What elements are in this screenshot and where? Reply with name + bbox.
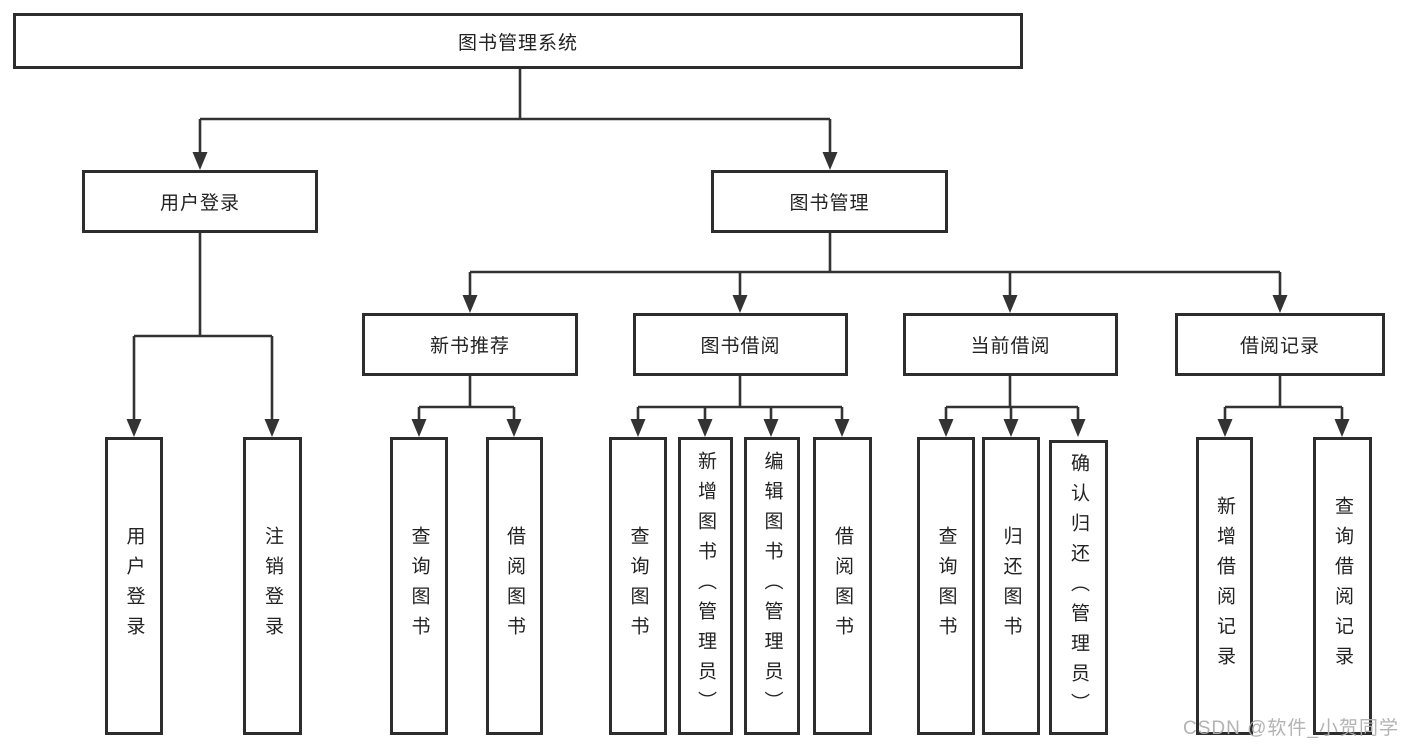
node-borrowing-records-label: 借阅记录 bbox=[1239, 336, 1320, 357]
leaf-query-borrow-record: 查询借阅记录 bbox=[1313, 437, 1372, 735]
arrowhead-icon bbox=[938, 419, 954, 437]
leaf-confirm-return-admin: 确认归还（管理员） bbox=[1049, 440, 1108, 735]
node-current-borrowing: 当前借阅 bbox=[903, 313, 1118, 376]
wire-root-branch bbox=[198, 68, 832, 153]
node-root-label: 图书管理系统 bbox=[457, 32, 578, 54]
node-book-borrowing-label: 图书借阅 bbox=[700, 336, 781, 357]
arrowhead-icon bbox=[732, 295, 748, 313]
node-book-borrowing: 图书借阅 bbox=[633, 313, 848, 376]
leaf-logout-label: 注销登录 bbox=[262, 526, 283, 646]
leaf-recommend-borrow-book: 借阅图书 bbox=[486, 437, 543, 735]
wire-current-borrow-branch bbox=[944, 376, 1080, 421]
leaf-return-book: 归还图书 bbox=[982, 437, 1040, 735]
node-new-book-recommend-label: 新书推荐 bbox=[429, 336, 510, 357]
arrowhead-icon bbox=[264, 419, 280, 437]
node-user-login: 用户登录 bbox=[82, 170, 318, 233]
leaf-edit-book-admin: 编辑图书（管理员） bbox=[744, 437, 800, 735]
arrowhead-icon bbox=[1334, 419, 1350, 437]
leaf-user-login: 用户登录 bbox=[105, 437, 163, 735]
wire-book-management-branch bbox=[468, 233, 1282, 297]
arrowhead-icon bbox=[834, 419, 850, 437]
leaf-current-query-book: 查询图书 bbox=[917, 437, 975, 735]
wire-borrow-records-branch bbox=[1223, 376, 1344, 421]
node-borrowing-records: 借阅记录 bbox=[1175, 313, 1385, 376]
leaf-add-borrow-record: 新增借阅记录 bbox=[1196, 437, 1253, 735]
arrowhead-icon bbox=[1002, 295, 1018, 313]
leaf-confirm-return-admin-label: 确认归还（管理员） bbox=[1068, 452, 1089, 723]
leaf-add-borrow-record-label: 新增借阅记录 bbox=[1214, 496, 1235, 676]
arrowhead-icon bbox=[1070, 419, 1086, 437]
arrowhead-icon bbox=[697, 419, 713, 437]
leaf-current-query-book-label: 查询图书 bbox=[935, 526, 957, 646]
arrowhead-icon bbox=[763, 419, 779, 437]
leaf-recommend-borrow-book-label: 借阅图书 bbox=[504, 526, 525, 646]
leaf-add-book-admin: 新增图书（管理员） bbox=[678, 437, 733, 735]
arrowhead-icon bbox=[506, 419, 522, 437]
watermark-text: CSDN @软件_小贺同学 bbox=[1183, 718, 1399, 739]
leaf-recommend-query-book: 查询图书 bbox=[390, 437, 448, 735]
leaf-recommend-query-book-label: 查询图书 bbox=[408, 526, 430, 646]
leaf-borrowing-borrow-book-label: 借阅图书 bbox=[832, 526, 853, 646]
arrowhead-icon bbox=[1272, 295, 1288, 313]
node-user-login-label: 用户登录 bbox=[159, 193, 240, 214]
arrowhead-icon bbox=[630, 419, 646, 437]
wire-user-login-branch bbox=[132, 233, 274, 421]
arrowhead-icon bbox=[822, 152, 838, 170]
wire-book-borrow-branch bbox=[636, 376, 844, 421]
arrowhead-icon bbox=[1217, 419, 1233, 437]
wire-new-book-branch bbox=[417, 376, 516, 421]
leaf-borrowing-query-book: 查询图书 bbox=[609, 437, 667, 735]
arrowheads bbox=[126, 152, 1350, 437]
leaf-user-login-label: 用户登录 bbox=[123, 526, 145, 646]
leaf-borrowing-borrow-book: 借阅图书 bbox=[813, 437, 872, 735]
leaf-add-book-admin-label: 新增图书（管理员） bbox=[695, 451, 716, 721]
node-root: 图书管理系统 bbox=[13, 13, 1023, 69]
leaf-borrowing-query-book-label: 查询图书 bbox=[627, 526, 649, 646]
arrowhead-icon bbox=[126, 419, 142, 437]
leaf-return-book-label: 归还图书 bbox=[1000, 526, 1022, 646]
leaf-edit-book-admin-label: 编辑图书（管理员） bbox=[761, 451, 783, 721]
node-book-management-label: 图书管理 bbox=[789, 193, 870, 214]
arrowhead-icon bbox=[1003, 419, 1019, 437]
node-new-book-recommend: 新书推荐 bbox=[362, 313, 578, 376]
leaf-query-borrow-record-label: 查询借阅记录 bbox=[1332, 496, 1353, 676]
arrowhead-icon bbox=[411, 419, 427, 437]
arrowhead-icon bbox=[192, 152, 208, 170]
node-current-borrowing-label: 当前借阅 bbox=[970, 336, 1051, 357]
leaf-logout: 注销登录 bbox=[243, 437, 302, 735]
node-book-management: 图书管理 bbox=[711, 170, 948, 233]
arrowhead-icon bbox=[462, 295, 478, 313]
